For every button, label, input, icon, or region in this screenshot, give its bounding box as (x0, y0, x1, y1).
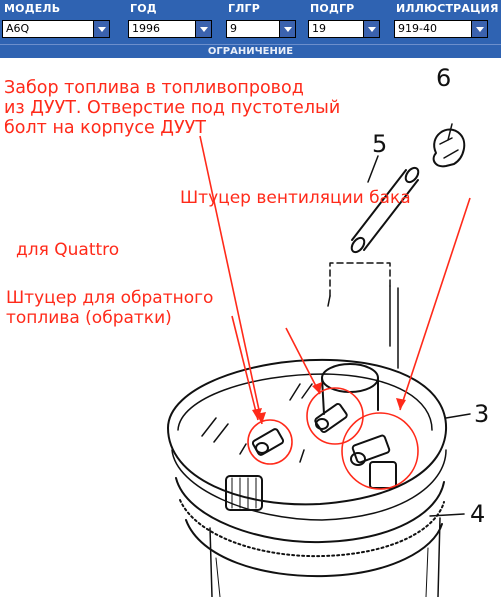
part-number-6: 6 (436, 64, 452, 92)
quattro-arrow (231, 315, 259, 421)
group-value: 9 (230, 22, 237, 35)
model-value: A6Q (6, 22, 30, 35)
intake-fitting-circle (247, 419, 293, 465)
return-arrow (285, 327, 321, 395)
year-label: ГОД (130, 2, 157, 15)
part-number-4: 4 (470, 500, 486, 528)
vent-arrow (399, 197, 471, 411)
return-fitting-circle (306, 387, 364, 445)
fuel-pump-drawing (167, 123, 471, 597)
chevron-down-icon[interactable] (363, 21, 379, 37)
group-select[interactable]: 9 (226, 20, 296, 38)
intake-arrow (199, 135, 263, 425)
year-value: 1996 (132, 22, 160, 35)
flange-body (167, 358, 448, 506)
illustration-select[interactable]: 919-40 (394, 20, 488, 38)
vent-tube-part (351, 169, 419, 251)
intake-annotation: Забор топлива в топливопровод из ДУУТ. О… (4, 78, 341, 138)
clamp-part (432, 128, 466, 168)
model-label: МОДЕЛЬ (4, 2, 61, 15)
chevron-down-icon[interactable] (195, 21, 211, 37)
group-label: ГЛГР (228, 2, 261, 15)
vent-fitting-circle (341, 412, 419, 490)
subgroup-select[interactable]: 19 (308, 20, 380, 38)
header-bar: МОДЕЛЬ A6Q ГОД 1996 ГЛГР 9 ПОДГР 19 ИЛЛЮ… (0, 0, 501, 44)
model-select[interactable]: A6Q (2, 20, 110, 38)
group-field: ГЛГР 9 (224, 0, 306, 44)
year-select[interactable]: 1996 (128, 20, 212, 38)
subgroup-label: ПОДГР (310, 2, 355, 15)
illustration-label: ИЛЛЮСТРАЦИЯ (396, 2, 499, 15)
vent-annotation: Штуцер вентиляции бака (180, 188, 411, 208)
fuel-pump-diagram: 6 5 3 4 Забор топлива в топливопровод из… (0, 58, 501, 597)
illustration-value: 919-40 (398, 22, 437, 35)
restriction-title: ОГРАНИЧЕНИЕ (207, 46, 294, 57)
restriction-bar[interactable]: ОГРАНИЧЕНИЕ (0, 44, 501, 58)
return-annotation: Штуцер для обратного топлива (обратки) (6, 288, 214, 328)
chevron-down-icon[interactable] (279, 21, 295, 37)
subgroup-value: 19 (312, 22, 326, 35)
year-field: ГОД 1996 (126, 0, 224, 44)
part-number-3: 3 (474, 400, 490, 428)
chevron-down-icon[interactable] (471, 21, 487, 37)
illustration-field: ИЛЛЮСТРАЦИЯ 919-40 (392, 0, 501, 44)
connectors (251, 403, 397, 489)
quattro-annotation: для Quattro (16, 240, 120, 260)
subgroup-field: ПОДГР 19 (306, 0, 392, 44)
part-number-5: 5 (372, 130, 388, 158)
model-field: МОДЕЛЬ A6Q (0, 0, 126, 44)
chevron-down-icon[interactable] (93, 21, 109, 37)
seal-ring (179, 499, 445, 558)
